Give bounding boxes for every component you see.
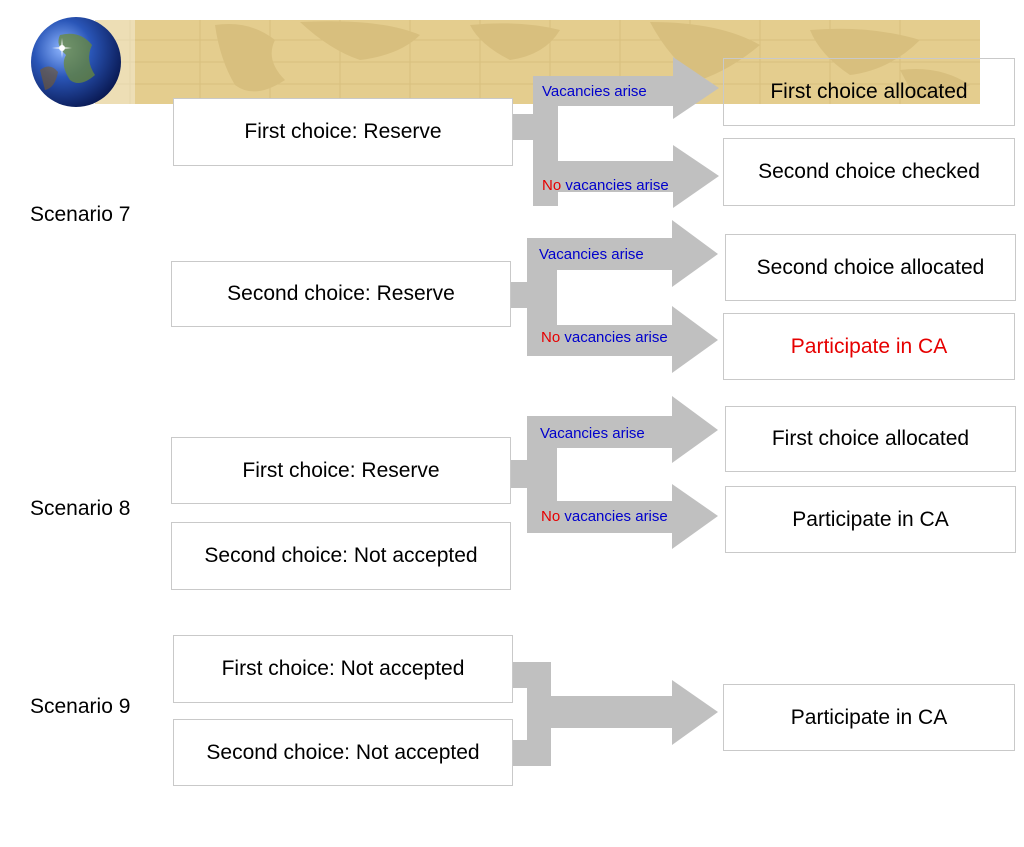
s7-outcome-first-allocated-text: First choice allocated [770,80,968,103]
s8-vacancies-label: Vacancies arise [540,425,645,442]
s8-outcome-first-allocated: First choice allocated [725,406,1016,472]
s7-second-choice-box: Second choice: Reserve [171,261,511,327]
s7-second-no-vacancies-arrow [527,306,718,373]
s7-second-connector [511,282,529,308]
s8-first-choice-text: First choice: Reserve [242,458,440,482]
s7-first-choice-text: First choice: Reserve [244,120,442,143]
s8-second-choice-box: Second choice: Not accepted [171,522,511,590]
s7-first-choice-box: First choice: Reserve [173,98,513,166]
s9-arrow [551,680,718,745]
s7-second-no-word: No [541,329,561,346]
s8-arrow-group [511,396,718,549]
s8-outcome-participate-ca: Participate in CA [725,486,1016,553]
s8-no-vacancies-arrow [527,484,718,549]
s7-vacancies-arrow [533,57,719,119]
s9-first-choice-box: First choice: Not accepted [173,635,513,703]
s8-vacancies-arrow [527,396,718,463]
s7-second-vacancies-label: Vacancies arise [539,246,644,263]
s9-arrow-group [513,662,718,766]
s7-second-vacancies-arrow [527,220,718,287]
s8-connector [511,460,531,488]
s7-first-connector [513,114,533,140]
s7-outcome-second-allocated-text: Second choice allocated [756,255,985,279]
s8-outcome-first-allocated-text: First choice allocated [771,427,970,450]
s7-second-choice-text: Second choice: Reserve [227,282,455,305]
s7-outcome-second-allocated: Second choice allocated [725,234,1016,301]
s7-second-arrow-group [511,220,718,373]
s8-no-word: No [541,508,561,525]
s7-first-arrow-group [513,57,719,208]
globe-icon [31,17,121,107]
s8-first-choice-box: First choice: Reserve [171,437,511,504]
s7-outcome-second-checked-text: Second choice checked [758,160,980,183]
s7-no-vacancies-label: No vacancies arise [542,177,669,194]
scenario-9-label: Scenario 9 [30,695,131,718]
s9-first-choice-text: First choice: Not accepted [221,657,465,680]
s7-outcome-participate-ca-text: Participate in CA [790,334,948,358]
s9-outcome-participate-ca: Participate in CA [723,684,1015,751]
s8-no-vacancies-label: No vacancies arise [541,508,668,525]
s7-outcome-second-checked: Second choice checked [723,138,1015,206]
s9-second-choice-text: Second choice: Not accepted [206,740,480,764]
s8-no-vacancies-rest: vacancies arise [560,508,668,525]
s7-second-no-vacancies-label: No vacancies arise [541,329,668,346]
s7-outcome-participate-ca: Participate in CA [723,313,1015,380]
s7-no-word: No [542,177,562,194]
scenario-8-label: Scenario 8 [30,497,131,520]
s9-bar [527,662,551,766]
s8-second-choice-text: Second choice: Not accepted [204,544,478,567]
s7-outcome-first-allocated: First choice allocated [723,58,1015,126]
s7-no-vacancies-arrow [533,145,719,208]
s7-vacancies-label: Vacancies arise [542,83,647,100]
s7-no-vacancies-rest: vacancies arise [561,177,669,194]
s9-outcome-participate-ca-text: Participate in CA [790,705,948,729]
s9-second-choice-box: Second choice: Not accepted [173,719,513,786]
s7-second-no-vacancies-rest: vacancies arise [560,329,668,346]
s8-outcome-participate-ca-text: Participate in CA [792,507,949,531]
scenario-7-label: Scenario 7 [30,203,131,226]
